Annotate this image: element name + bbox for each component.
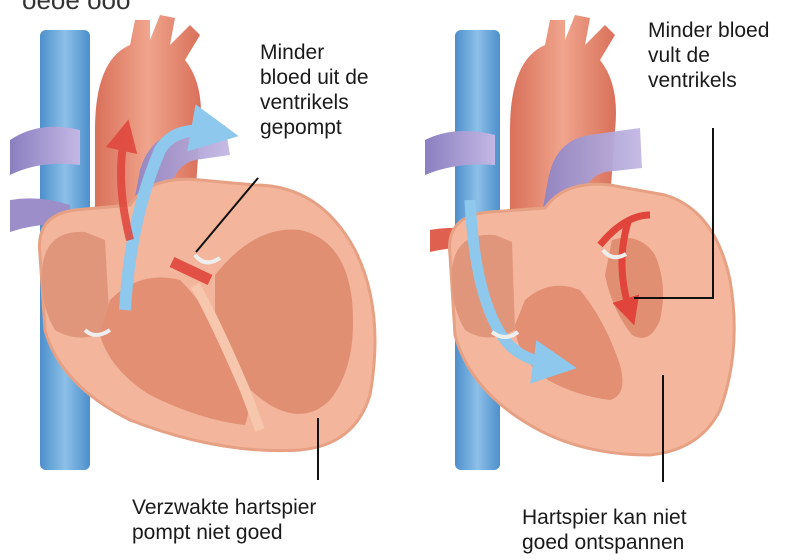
label-muscle-cannot-relax: Hartspier kan niet goed ontspannen (522, 505, 687, 555)
label-less-blood-pumped: Minder bloed uit de ventrikels gepompt (260, 40, 369, 140)
right-atrium-left (42, 232, 110, 338)
label-weakened-muscle: Verzwakte hartspier pompt niet goed (132, 495, 316, 545)
label-less-blood-fills: Minder bloed vult de ventrikels (648, 18, 769, 93)
